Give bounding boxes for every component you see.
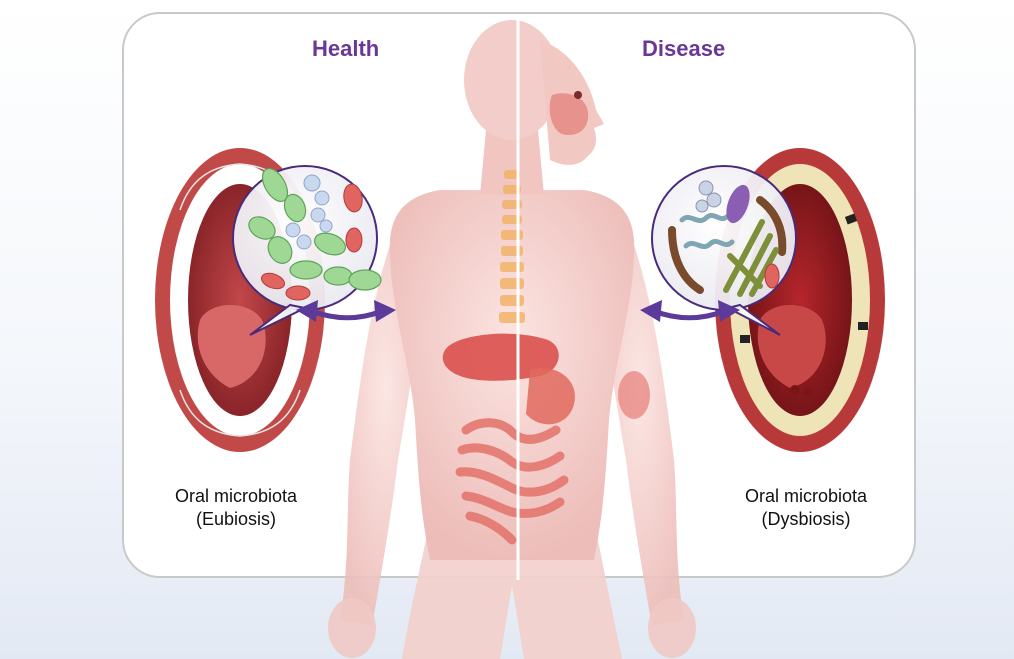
eubiosis-caption: Oral microbiota (Eubiosis): [136, 485, 336, 531]
left-double-arrow: [296, 300, 396, 322]
dysbiosis-caption-line2: (Dysbiosis): [706, 508, 906, 531]
eubiosis-caption-line2: (Eubiosis): [136, 508, 336, 531]
human-figure: [328, 16, 696, 659]
disease-heading: Disease: [642, 36, 725, 62]
right-double-arrow: [640, 300, 740, 322]
dysbiosis-caption-line1: Oral microbiota: [706, 485, 906, 508]
dysbiosis-caption: Oral microbiota (Dysbiosis): [706, 485, 906, 531]
eubiosis-caption-line1: Oral microbiota: [136, 485, 336, 508]
health-heading: Health: [312, 36, 379, 62]
